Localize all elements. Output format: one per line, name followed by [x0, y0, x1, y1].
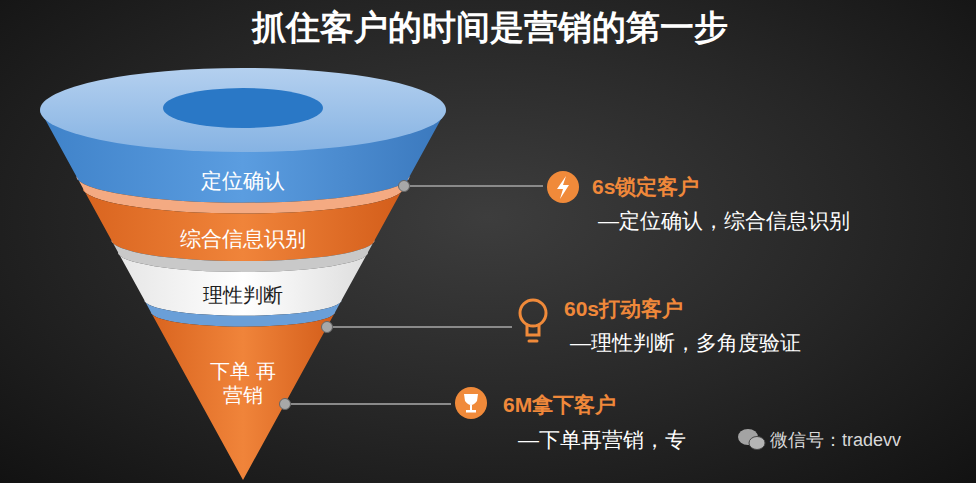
callout-text: —下单再营销，专 [518, 426, 686, 454]
funnel-hole [163, 88, 323, 128]
funnel-rim [40, 68, 446, 152]
callout-text: —定位确认，综合信息识别 [598, 207, 850, 235]
band-text: 下单 再营销 [210, 359, 276, 407]
leader-dot [399, 181, 410, 192]
callout-text: —理性判断，多角度验证 [570, 329, 801, 357]
leader-dot [280, 399, 291, 410]
callout-heading: 6M拿下客户 [503, 391, 616, 419]
funnel-band-label: 理性判断 [203, 283, 283, 307]
funnel-band [83, 188, 403, 261]
title: 抓住客户的时间是营销的第一步 [252, 5, 728, 51]
leader-line [327, 326, 512, 328]
funnel-band-label: 下单 再营销 [210, 359, 276, 407]
band-text: 综合信息识别 [180, 226, 306, 251]
band-text: 理性判断 [203, 283, 283, 307]
trophy-icon [455, 387, 487, 419]
funnel-cone [151, 312, 335, 480]
leader-line [285, 403, 451, 405]
watermark: 微信号：tradevv [770, 428, 901, 452]
funnel-band-label: 定位确认 [201, 168, 285, 193]
lightning-icon [547, 171, 579, 203]
funnel-band [118, 252, 368, 316]
trophy-icon [464, 394, 478, 413]
callout-heading: 60s打动客户 [564, 295, 683, 323]
leader-line [404, 185, 543, 187]
funnel-band-label: 综合信息识别 [180, 226, 306, 251]
callout-heading: 6s锁定客户 [592, 173, 699, 201]
bulb-icon [520, 300, 546, 341]
band-text: 定位确认 [201, 168, 285, 193]
leader-dot [322, 322, 333, 333]
wechat-logo [738, 429, 765, 450]
lightning-icon [557, 176, 569, 199]
